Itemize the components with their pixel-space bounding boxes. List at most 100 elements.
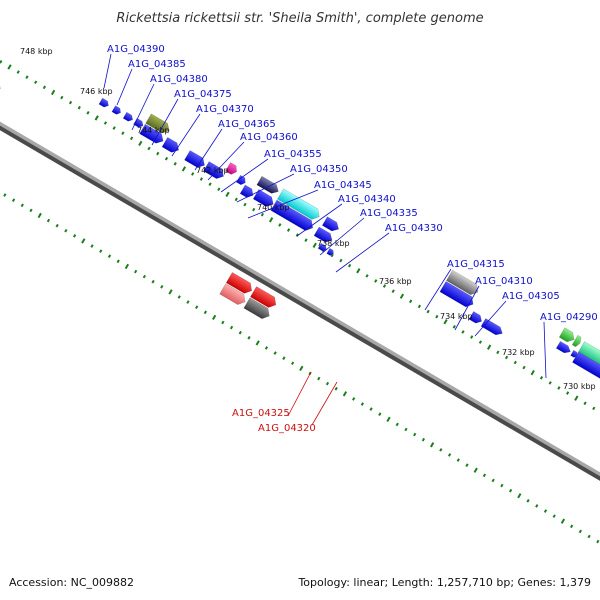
gene-label-forward[interactable]: A1G_04315 — [447, 259, 505, 270]
gene-label-forward[interactable]: A1G_04370 — [196, 104, 254, 115]
scale-tick-top — [496, 350, 500, 355]
scale-tick-bottom — [37, 212, 42, 219]
scale-tick-top — [42, 85, 47, 90]
gene-arrow — [317, 242, 327, 252]
gene-label-forward[interactable]: A1G_04330 — [385, 223, 443, 234]
backbone-line — [0, 40, 600, 498]
scale-tick-bottom — [334, 386, 338, 391]
scale-tick-bottom — [46, 218, 51, 223]
scale-tick-top — [60, 95, 64, 100]
scale-tick-bottom — [526, 499, 530, 503]
scale-tick-bottom — [404, 427, 408, 432]
scale-tick-top — [217, 187, 221, 192]
gene-label-forward[interactable]: A1G_04335 — [360, 208, 418, 219]
scale-tick-top — [417, 304, 421, 309]
gene-label-forward[interactable]: A1G_04305 — [502, 291, 560, 302]
scale-tick-bottom — [317, 376, 321, 381]
gene-leader-line — [247, 189, 319, 219]
gene-arrow — [219, 283, 246, 305]
gene-arrow — [326, 247, 334, 256]
scale-tick-top — [548, 381, 552, 385]
scale-tick-top — [566, 391, 570, 395]
gene-arrow — [252, 189, 274, 207]
gene-label-reverse[interactable]: A1G_04325 — [232, 408, 290, 419]
scale-tick-top — [330, 253, 334, 258]
scale-tick-top — [121, 131, 125, 135]
gene-label-forward[interactable]: A1G_04365 — [218, 119, 276, 130]
gene-arrow — [313, 226, 333, 243]
scale-tick-bottom — [211, 314, 217, 321]
scale-tick-top — [50, 89, 56, 96]
scale-tick-top — [504, 355, 509, 360]
scale-tick-top — [365, 274, 369, 278]
scale-tick-bottom — [142, 274, 146, 279]
genome-stats-text: Topology: linear; Length: 1,257,710 bp; … — [297, 576, 591, 589]
scale-tick-top — [583, 401, 587, 406]
gene-leader-line — [171, 113, 201, 157]
scale-tick-top — [522, 365, 526, 370]
scale-tick-bottom — [90, 244, 94, 248]
scale-tick-bottom — [413, 432, 417, 437]
scale-tick-top — [243, 202, 247, 207]
scale-tick-top — [181, 166, 187, 172]
scale-tick-bottom — [482, 473, 487, 478]
scale-tick-bottom — [273, 351, 277, 355]
gene-arrow — [243, 297, 270, 319]
gene-arrow — [0, 71, 1, 93]
gene-leader-line — [474, 300, 507, 337]
scale-tick-bottom — [517, 493, 522, 499]
gene-label-forward[interactable]: A1G_04290 — [540, 312, 598, 323]
gene-label-reverse[interactable]: A1G_04320 — [258, 423, 316, 434]
scale-tick-top — [269, 217, 274, 223]
scale-tick-top — [16, 70, 20, 74]
gene-leader-line — [287, 371, 312, 417]
scale-tick-top — [86, 111, 90, 115]
scale-tick-bottom — [290, 361, 295, 366]
scale-tick-bottom — [29, 208, 33, 213]
scale-tick-bottom — [55, 223, 59, 228]
gene-leader-line — [454, 285, 480, 331]
gene-label-forward[interactable]: A1G_04360 — [240, 132, 298, 143]
gene-arrow — [558, 327, 575, 343]
gene-leader-line — [311, 381, 338, 426]
gene-label-forward[interactable]: A1G_04340 — [338, 194, 396, 205]
scale-tick-top — [147, 146, 151, 151]
gene-label-forward[interactable]: A1G_04385 — [128, 59, 186, 70]
gene-arrow — [250, 286, 277, 308]
scale-tick-top — [461, 330, 465, 334]
gene-label-forward[interactable]: A1G_04355 — [264, 149, 322, 160]
scale-tick-label: 748 kbp — [20, 47, 53, 56]
scale-tick-bottom — [299, 365, 304, 372]
gene-features — [0, 71, 600, 381]
gene-leader-line — [543, 321, 547, 379]
gene-label-forward[interactable]: A1G_04375 — [174, 89, 232, 100]
scale-tick-label: 736 kbp — [379, 277, 412, 286]
gene-label-forward[interactable]: A1G_04350 — [290, 164, 348, 175]
scale-tick-top — [435, 314, 439, 319]
gene-label-forward[interactable]: A1G_04390 — [107, 44, 165, 55]
scale-tick-top — [339, 258, 343, 263]
scale-tick-top — [252, 207, 256, 212]
gene-arrow — [111, 105, 121, 115]
backbone-shadow — [0, 42, 600, 501]
scale-tick-bottom — [500, 483, 504, 488]
gene-label-forward[interactable]: A1G_04345 — [314, 180, 372, 191]
gene-arrow — [446, 269, 479, 295]
gene-leader-line — [103, 53, 112, 89]
scale-tick-top — [112, 126, 116, 130]
scale-tick-bottom — [552, 514, 556, 518]
gene-label-forward[interactable]: A1G_04380 — [150, 74, 208, 85]
gene-label-forward[interactable]: A1G_04310 — [475, 276, 533, 287]
accession-text: Accession: NC_009882 — [9, 576, 134, 589]
gene-arrow — [439, 281, 474, 308]
scale-tick-bottom — [247, 335, 251, 340]
gene-arrow — [571, 334, 582, 348]
scale-tick-top — [234, 197, 238, 202]
scale-tick-top — [470, 335, 474, 339]
scale-tick-top — [77, 105, 81, 110]
scale-tick-top — [356, 268, 361, 274]
scale-tick-top — [312, 242, 317, 248]
gene-leader-line — [319, 217, 365, 256]
scale-tick-top — [138, 140, 143, 147]
gene-arrow — [122, 111, 133, 122]
